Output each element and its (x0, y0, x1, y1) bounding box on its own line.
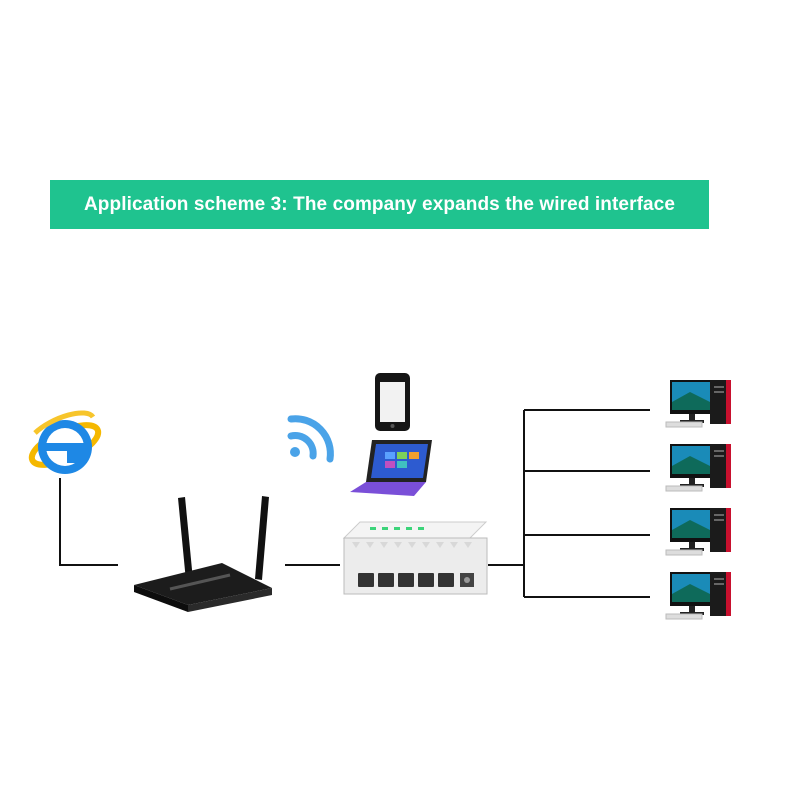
tablet-icon (350, 440, 432, 496)
switch-ports (358, 573, 454, 587)
title-banner: Application scheme 3: The company expand… (50, 180, 709, 229)
link-internet-router (59, 478, 118, 566)
desktop-computer-icon-3 (665, 507, 732, 556)
diagram-title: Application scheme 3: The company expand… (83, 193, 676, 215)
connection-lines (59, 409, 650, 598)
internet-explorer-icon (28, 410, 102, 474)
smartphone-icon (375, 373, 410, 431)
desktop-computer-icon-2 (665, 443, 732, 492)
desktop-computer-icon-1 (665, 379, 732, 428)
router-icon (134, 496, 272, 612)
wifi-signal-icon (287, 415, 334, 463)
network-switch-icon (342, 521, 488, 595)
desktop-computer-icon-4 (665, 571, 732, 620)
